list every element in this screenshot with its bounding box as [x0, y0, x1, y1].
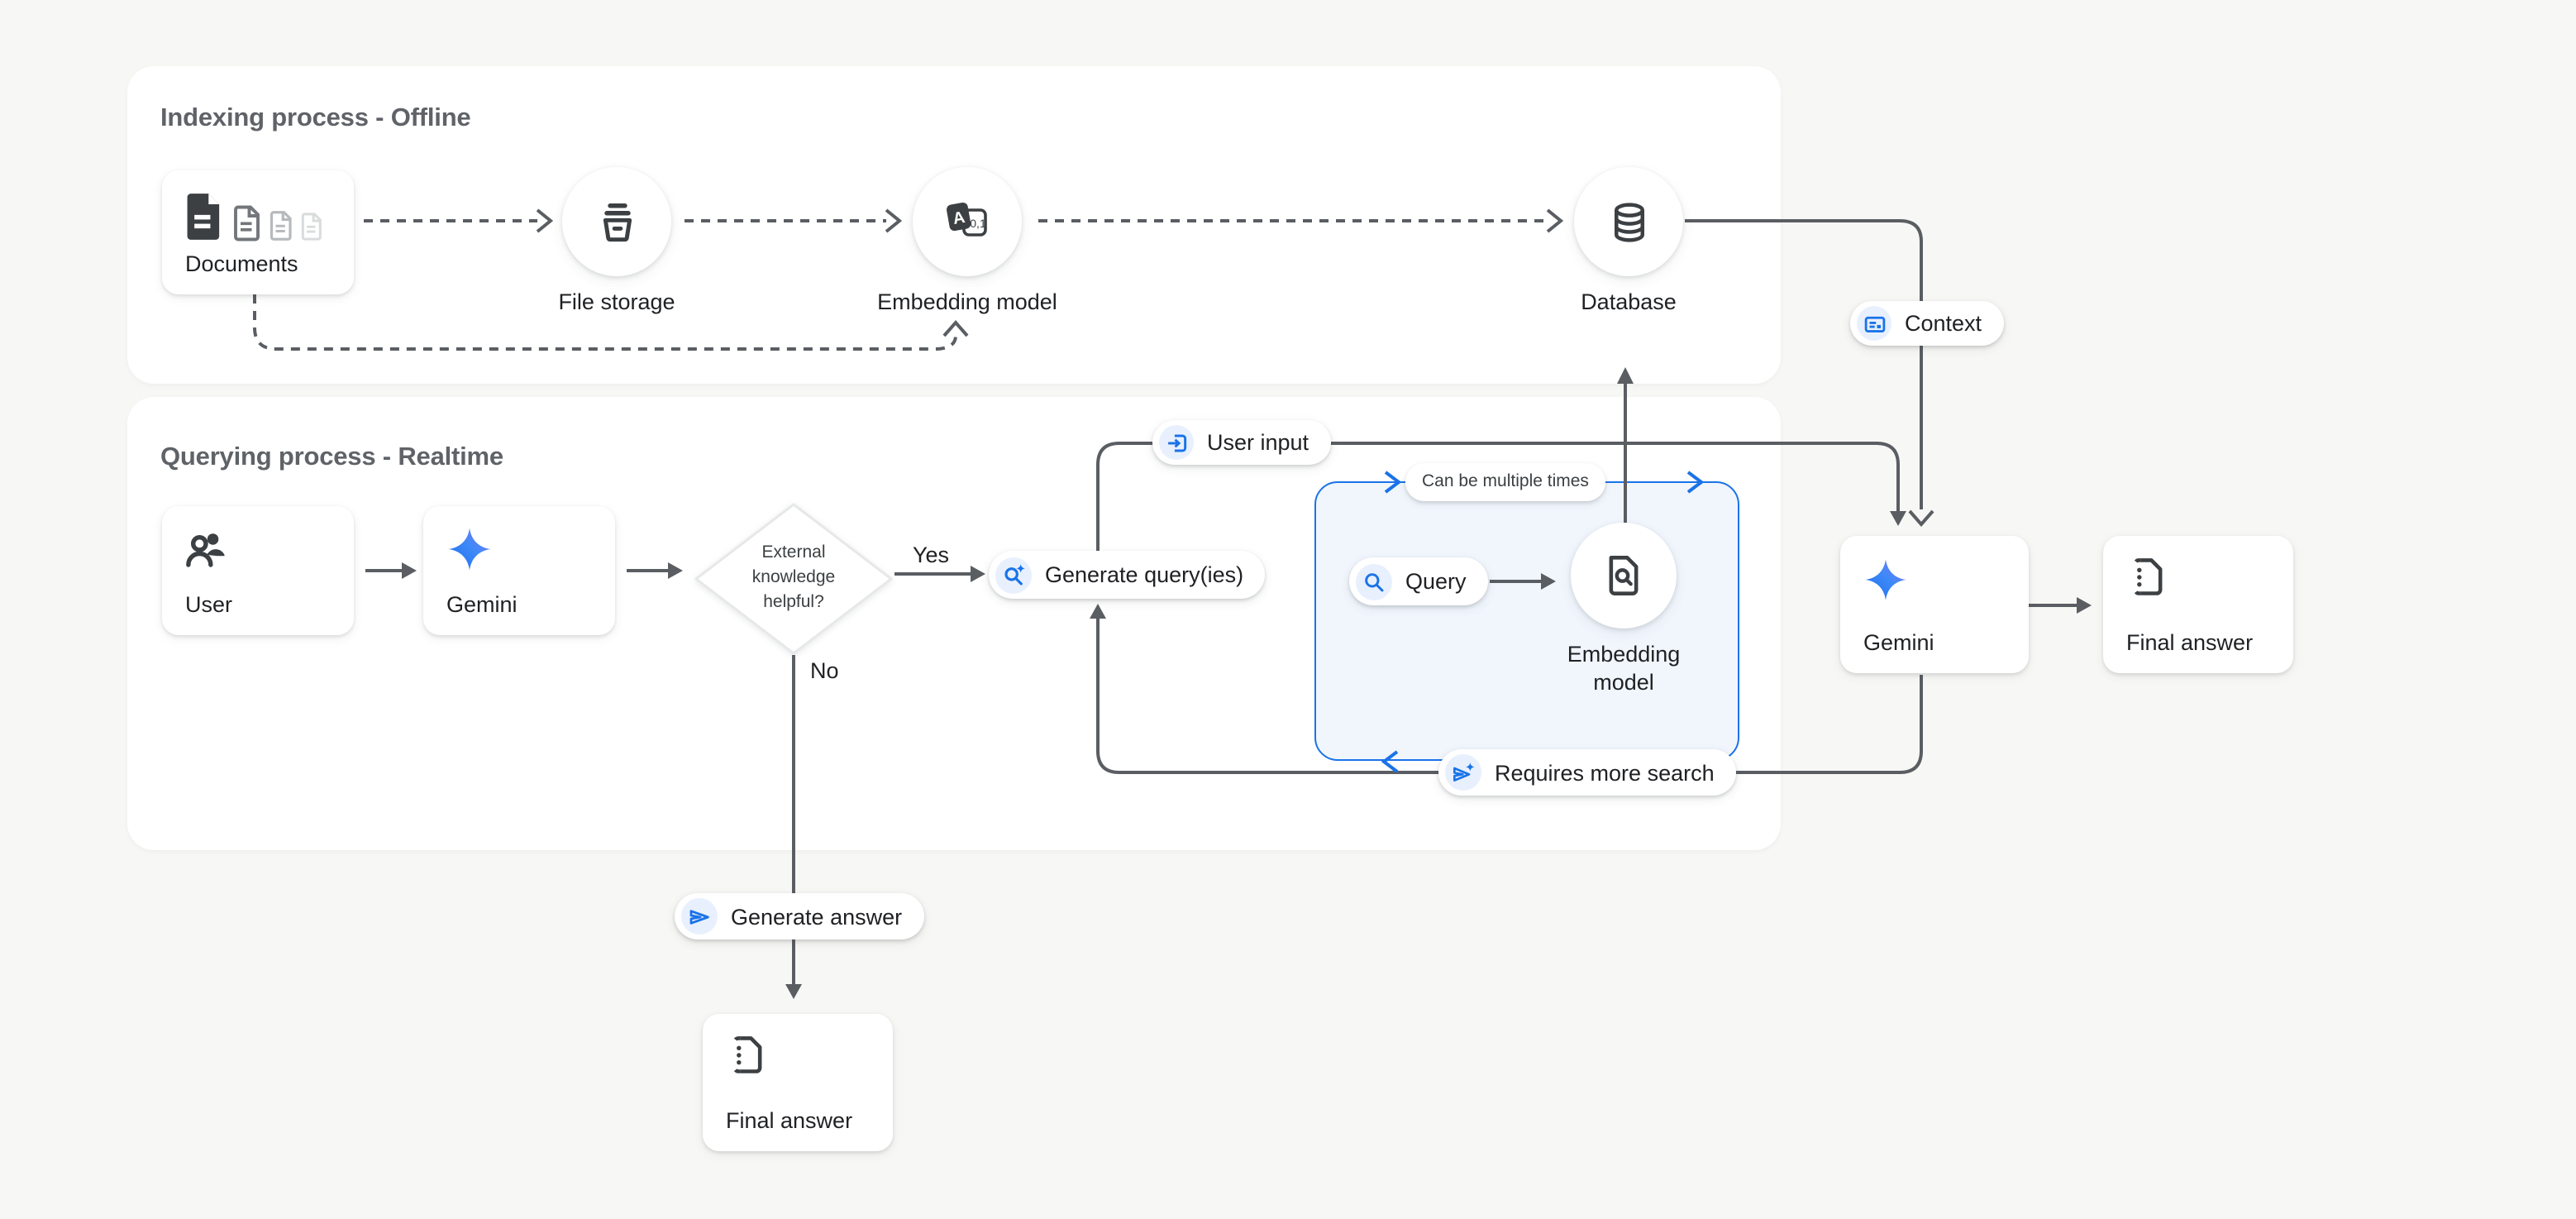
send-icon: [681, 898, 718, 935]
embedding-model-node: 0,1 A: [913, 167, 1022, 276]
yes-label: Yes: [913, 543, 950, 567]
user-input-pill: User input: [1152, 420, 1331, 465]
final-answer-right-card: Final answer: [2103, 536, 2293, 673]
generate-answer-pill: Generate answer: [675, 893, 924, 939]
context-icon: [1857, 306, 1891, 341]
indexing-panel-title: Indexing process - Offline: [160, 104, 471, 132]
input-icon: [1159, 425, 1194, 460]
generate-query-pill: Generate query(ies): [989, 551, 1266, 599]
gemini-right-label: Gemini: [1863, 630, 1934, 655]
documents-card: Documents: [162, 170, 354, 294]
arrowhead-down: [1890, 511, 1906, 526]
document-icon: [187, 194, 220, 240]
user-card: User: [162, 506, 354, 635]
search-icon: [1356, 563, 1392, 600]
gemini-sparkle-icon: [448, 528, 491, 571]
send-sparkle-icon: [1445, 754, 1481, 791]
gemini-label: Gemini: [446, 592, 518, 617]
decision-text: External knowledge helpful?: [751, 543, 836, 612]
database-icon: [1614, 202, 1643, 241]
can-be-multiple-times-tag: Can be multiple times: [1405, 463, 1605, 501]
embedding-model-query-node: [1571, 523, 1677, 629]
final-answer-doc-icon: [733, 1036, 762, 1073]
arrowhead: [2077, 597, 2092, 614]
repeat-loop-box: [1314, 481, 1739, 761]
file-search-icon: [1609, 556, 1639, 595]
documents-icon: [184, 192, 324, 241]
document-icon: [270, 211, 292, 241]
file-storage-label: File storage: [558, 289, 675, 314]
embedding-model-icon: 0,1 A: [947, 202, 987, 237]
document-icon: [234, 205, 260, 241]
final-answer-bottom-label: Final answer: [726, 1108, 853, 1133]
user-input-label: User input: [1207, 430, 1309, 455]
gemini-card: Gemini: [423, 506, 615, 635]
document-icon: [301, 213, 322, 241]
requires-more-search-label: Requires more search: [1495, 760, 1715, 785]
database-label: Database: [1581, 289, 1677, 314]
arrowhead-chevron-down: [1908, 509, 1934, 528]
context-pill: Context: [1850, 301, 2004, 346]
generate-answer-label: Generate answer: [731, 904, 903, 929]
embedding-model-label: Embedding model: [877, 289, 1057, 314]
querying-panel-title: Querying process - Realtime: [160, 443, 503, 471]
final-answer-doc-icon: [2134, 558, 2163, 595]
svg-text:A: A: [952, 208, 966, 228]
query-pill: Query: [1349, 557, 1488, 605]
gemini-sparkle-icon: [1865, 559, 1906, 600]
context-label: Context: [1905, 311, 1982, 336]
users-icon: [186, 533, 225, 567]
documents-label: Documents: [185, 251, 298, 276]
query-label: Query: [1405, 569, 1467, 594]
final-answer-right-label: Final answer: [2126, 630, 2254, 655]
embedding-model-query-label: Embedding model: [1567, 642, 1681, 695]
file-storage-icon: [602, 203, 632, 241]
no-label: No: [810, 658, 839, 683]
user-label: User: [185, 592, 233, 617]
search-sparkle-icon: [995, 557, 1032, 593]
file-storage-node: [562, 167, 671, 276]
final-answer-bottom-card: Final answer: [703, 1014, 893, 1151]
gemini-right-card: Gemini: [1840, 536, 2029, 673]
generate-query-label: Generate query(ies): [1045, 562, 1244, 587]
arrowhead-down: [785, 984, 802, 999]
requires-more-search-pill: Requires more search: [1438, 749, 1736, 796]
svg-text:0,1: 0,1: [970, 217, 986, 230]
database-node: [1574, 167, 1683, 276]
